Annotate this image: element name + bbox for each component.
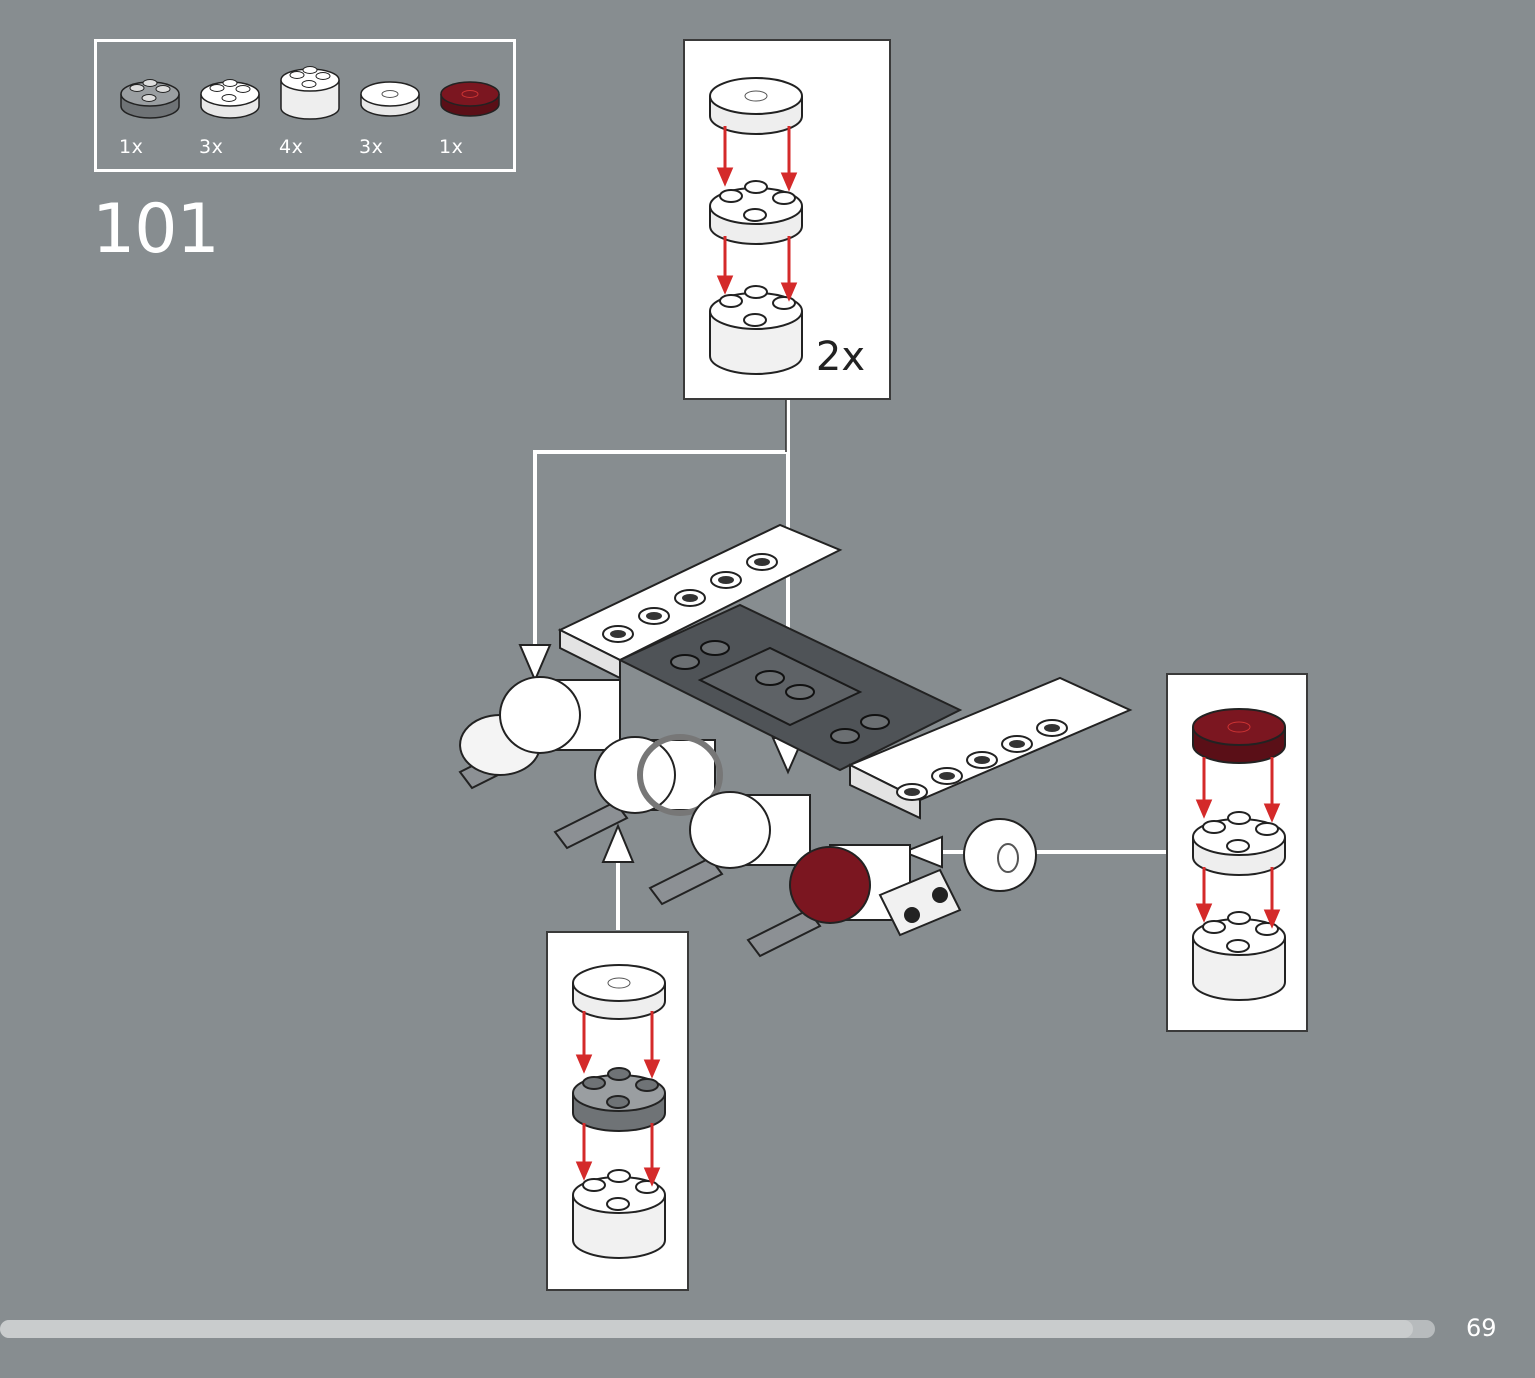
part-qty: 1x	[119, 136, 144, 158]
main-model-assembly	[458, 523, 1133, 958]
stud-holes	[610, 558, 770, 638]
round-brick-2x2-white-icon	[709, 285, 803, 375]
round-brick-2x2-white-icon	[572, 1169, 666, 1259]
round-tile-2x2-dark-red-icon	[440, 81, 500, 117]
part-round-tile-white: 3x	[357, 64, 429, 164]
round-tile-2x2-white-icon	[360, 81, 420, 117]
axle-wheel-1	[458, 676, 621, 790]
arrow-left-icon	[901, 835, 943, 869]
page-number: 69	[1466, 1314, 1497, 1342]
axle-wheel-3	[648, 791, 811, 906]
part-round-plate-white: 3x	[197, 64, 269, 164]
round-plate-2x2-dark-grey-icon	[572, 1067, 666, 1132]
round-tile-2x2-white-icon	[709, 77, 803, 135]
callout-bottom-subassembly	[546, 931, 689, 1291]
step-number: 101	[92, 190, 220, 269]
callout-top-subassembly: 2x	[683, 39, 891, 400]
round-tile-2x2-dark-red-icon	[1192, 708, 1286, 764]
red-insert-arrows	[575, 1011, 661, 1187]
part-qty: 4x	[279, 136, 304, 158]
round-plate-2x2-white-icon	[1192, 811, 1286, 876]
part-round-brick-white: 4x	[277, 54, 349, 158]
callout-right-subassembly	[1166, 673, 1308, 1032]
red-insert-arrows	[1195, 757, 1281, 929]
book-progress-bar	[0, 1320, 1435, 1338]
round-brick-2x2-white-icon	[1192, 911, 1286, 1001]
part-round-plate-dark-grey: 1x	[117, 64, 189, 164]
book-progress-fill	[0, 1320, 1414, 1338]
part-qty: 3x	[359, 136, 384, 158]
part-round-tile-dark-red: 1x	[437, 64, 509, 164]
round-plate-2x2-dark-grey-icon	[120, 79, 180, 119]
callout-quantity: 2x	[815, 334, 865, 380]
side-wheel	[963, 818, 1037, 892]
round-plate-2x2-white-icon	[709, 180, 803, 245]
arrow-down-icon	[518, 644, 552, 683]
axle-wheel-2	[553, 734, 723, 850]
part-qty: 1x	[439, 136, 464, 158]
studs-right-plate	[896, 719, 1068, 801]
round-brick-2x2-white-icon	[280, 66, 340, 120]
axle-wheel-4-dark-red	[746, 844, 911, 958]
round-plate-2x2-white-icon	[200, 79, 260, 119]
parts-list-box: 1x 3x 4x 3x 1x	[94, 39, 516, 172]
round-tile-2x2-white-icon	[572, 964, 666, 1020]
arrow-up-icon	[601, 823, 635, 863]
studs-dark-plate	[670, 640, 890, 744]
red-insert-arrows	[716, 126, 798, 302]
part-qty: 3x	[199, 136, 224, 158]
